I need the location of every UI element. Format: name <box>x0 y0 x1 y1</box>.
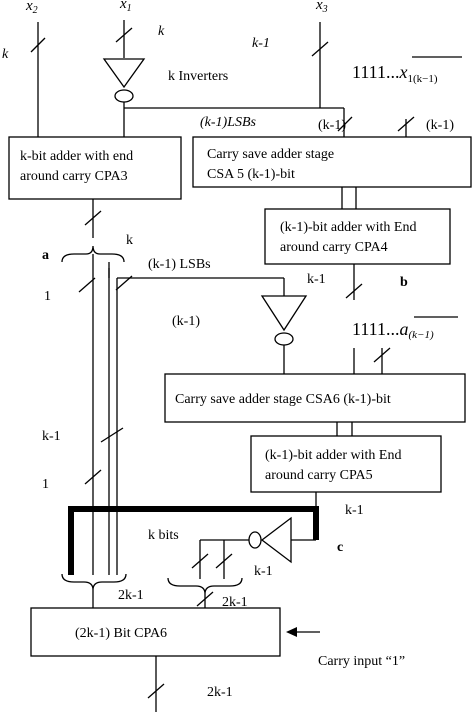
k-bits-thick-bus <box>68 506 319 575</box>
csa5-label-line2: CSA 5 (k-1)-bit <box>207 167 295 182</box>
upper-one-label: 1 <box>44 289 51 304</box>
csa6-block <box>164 373 466 423</box>
carry-input-arrowhead <box>286 627 297 637</box>
cpa6-output-slash <box>147 683 165 699</box>
csa5-right-width-label: (k-1) <box>426 118 454 133</box>
cpa6-right-width-label: 2k-1 <box>222 595 248 610</box>
inverter-x1 <box>102 58 146 89</box>
k1-mid-label: (k-1) <box>172 314 200 329</box>
constant-to-csa6-slash <box>373 347 391 363</box>
inverter-c <box>260 516 292 564</box>
node-a-label: a <box>42 248 49 263</box>
cpa6-block <box>30 607 281 657</box>
input-x3-label: x3 <box>315 0 328 15</box>
x1-bus-width-label: k <box>158 24 165 39</box>
csa5-right-slash <box>397 116 415 132</box>
complement-constant-top: 1111...x1(k−1) <box>352 62 438 85</box>
cpa3-label-line2: around carry CPA3 <box>20 169 128 184</box>
inverter-a <box>260 295 308 332</box>
cpa6-label: (2k-1) Bit CPA6 <box>75 626 167 641</box>
inverter-c-slash-b <box>215 553 233 569</box>
x3-bus-width-label: k-1 <box>252 36 270 51</box>
lsb-split-slash <box>115 275 133 291</box>
inverter-a-bubble <box>274 332 294 346</box>
brace-right-slash <box>196 591 214 607</box>
cpa6-output-width-label: 2k-1 <box>207 685 233 700</box>
brace-left <box>61 573 127 591</box>
upper-one-slash <box>78 277 96 293</box>
cpa3-label-line1: k-bit adder with end <box>20 149 133 164</box>
cpa5-label-line2: around carry CPA5 <box>265 468 373 483</box>
inverter-c-slash-a <box>191 553 209 569</box>
complement-constant-mid: 1111...a(k−1) <box>352 319 434 341</box>
x2-bus-width-label: k <box>2 47 9 62</box>
cpa5-block <box>250 435 442 493</box>
x1-bus-slash <box>115 27 133 43</box>
cpa4-output-slash <box>345 283 363 299</box>
cpa3-block <box>8 136 182 200</box>
x3-bus-slash <box>311 41 329 57</box>
cpa5-output-width-label: k-1 <box>345 503 364 518</box>
node-c-label: c <box>337 540 343 555</box>
cpa4-block <box>264 208 451 265</box>
cpa3-output-slash <box>84 210 102 226</box>
brace-right <box>167 577 243 595</box>
cpa4-label-line1: (k-1)-bit adder with End <box>280 220 416 235</box>
lower-one-label: 1 <box>42 477 49 492</box>
split-brace-a <box>61 245 125 263</box>
cpa4-output-width-label: k-1 <box>307 272 326 287</box>
cpa5-label-line1: (k-1)-bit adder with End <box>265 448 401 463</box>
inverter-c-width-label: k-1 <box>254 564 273 579</box>
csa5-left-slash <box>337 116 353 132</box>
cpa6-left-width-label: 2k-1 <box>118 588 144 603</box>
csa5-block <box>192 136 472 188</box>
csa5-label-line1: Carry save adder stage <box>207 147 334 162</box>
k1-lsbs-label-top: (k-1)LSBs <box>200 115 257 130</box>
cpa4-label-line2: around carry CPA4 <box>280 240 388 255</box>
k-bits-label: k bits <box>148 528 179 543</box>
lower-k1-slash <box>100 427 124 443</box>
lower-k1-label: k-1 <box>42 429 61 444</box>
input-x1-label: x1 <box>119 0 132 14</box>
input-x2-label: x2 <box>25 0 38 16</box>
k-inverters-label: k Inverters <box>168 69 228 84</box>
inverter-c-bubble <box>248 531 262 549</box>
x2-bus-slash <box>30 37 46 53</box>
csa5-left-width-label: (k-1) <box>318 118 346 133</box>
inverter-x1-bubble <box>114 89 134 103</box>
csa6-label: Carry save adder stage CSA6 (k-1)-bit <box>175 392 391 407</box>
cpa3-output-width-label: k <box>126 233 133 248</box>
k1-lsbs-label-mid: (k-1) LSBs <box>148 257 211 272</box>
lower-one-slash <box>84 469 102 485</box>
node-b-label: b <box>400 275 408 290</box>
carry-input-label: Carry input “1” <box>318 654 405 669</box>
